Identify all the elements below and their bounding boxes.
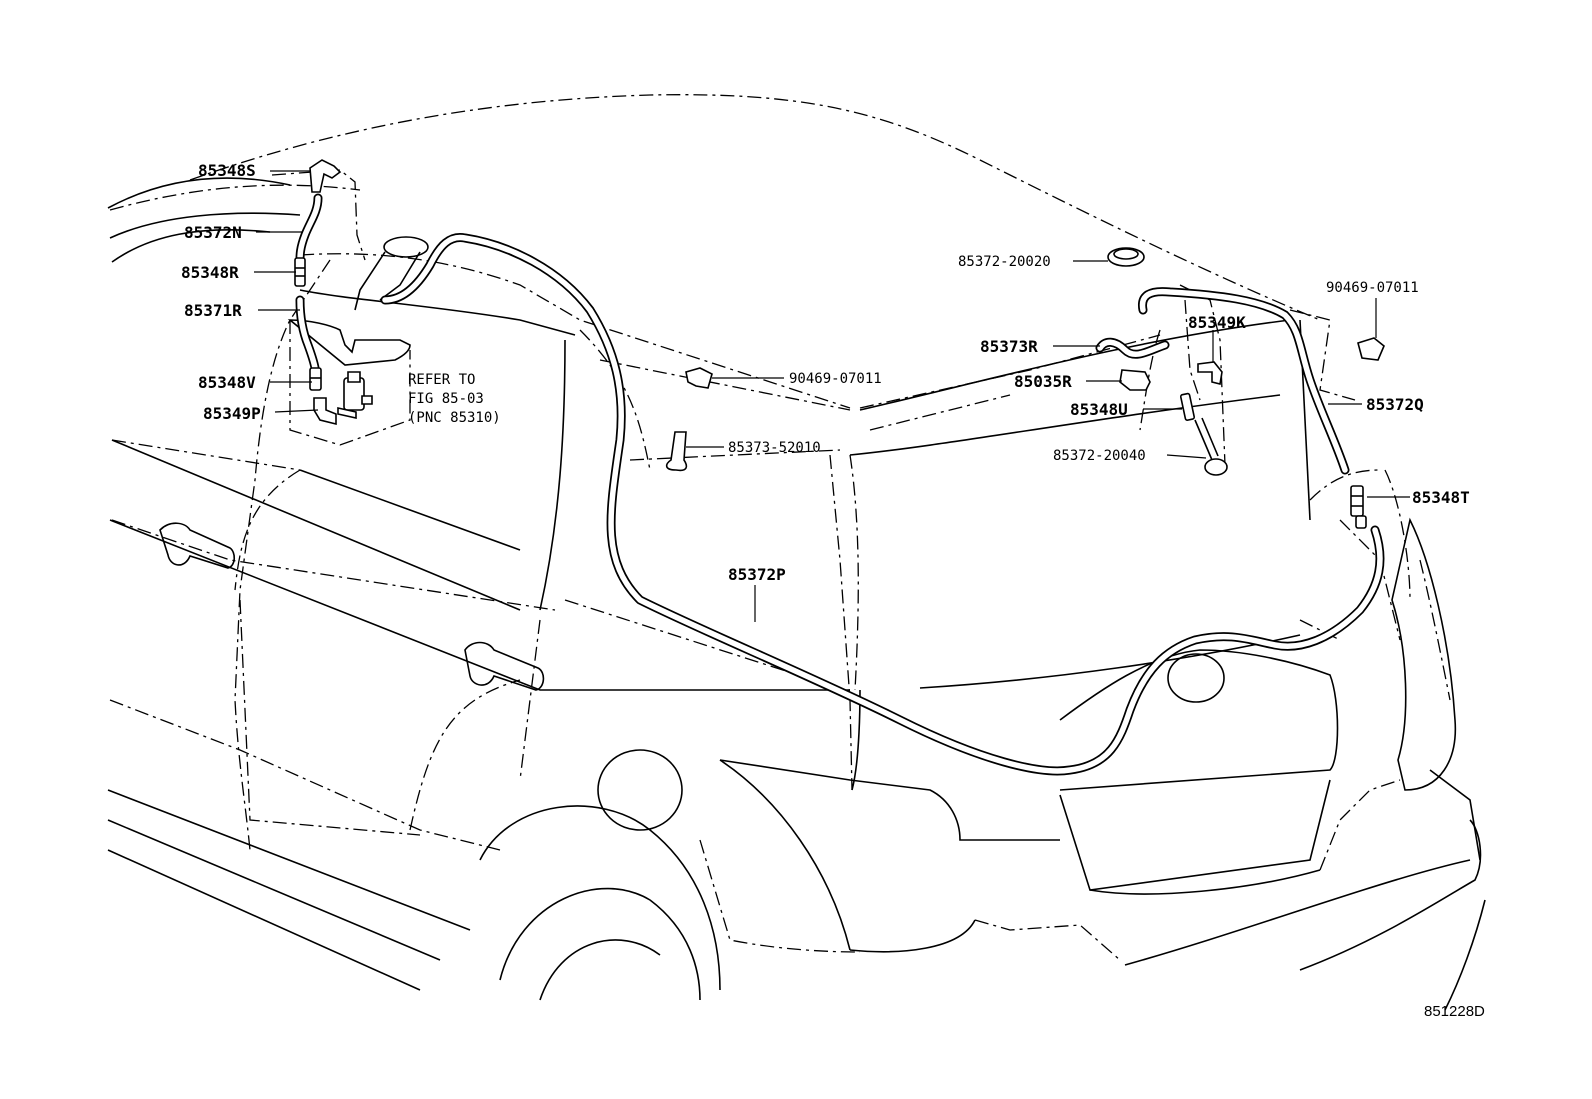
figure-id: 851228D bbox=[1424, 1003, 1485, 1020]
label-85348V: 85348V bbox=[198, 373, 256, 392]
label-85348U: 85348U bbox=[1070, 400, 1128, 419]
label-85373R: 85373R bbox=[980, 337, 1038, 356]
label-85372N: 85372N bbox=[184, 223, 242, 242]
label-85349P: 85349P bbox=[203, 404, 261, 423]
label-85372Q: 85372Q bbox=[1366, 395, 1424, 414]
leader-lines bbox=[254, 170, 1410, 622]
refer-note-line3: (PNC 85310) bbox=[408, 410, 501, 426]
label-85348T: 85348T bbox=[1412, 488, 1470, 507]
label-85035R: 85035R bbox=[1014, 372, 1072, 391]
refer-note: REFER TO FIG 85-03 (PNC 85310) bbox=[408, 372, 501, 426]
label-85371R: 85371R bbox=[184, 301, 242, 320]
fittings bbox=[294, 159, 1385, 529]
label-90469-07011-right: 90469-07011 bbox=[1326, 280, 1419, 296]
label-85372-20040: 85372-20040 bbox=[1053, 448, 1146, 464]
vehicle-body bbox=[107, 177, 1486, 1011]
label-85349K: 85349K bbox=[1188, 313, 1246, 332]
label-85372P: 85372P bbox=[728, 565, 786, 584]
washer-pump bbox=[337, 371, 373, 419]
label-85372-20020: 85372-20020 bbox=[958, 254, 1051, 270]
label-85348R: 85348R bbox=[181, 263, 239, 282]
part-labels: 85348S 85372N 85348R 85371R 85348V 85349… bbox=[181, 161, 1470, 584]
hoses bbox=[295, 193, 1385, 776]
label-85348S: 85348S bbox=[198, 161, 256, 180]
label-85373-52010: 85373-52010 bbox=[728, 440, 821, 456]
refer-note-line2: FIG 85-03 bbox=[408, 391, 484, 407]
refer-note-line1: REFER TO bbox=[408, 372, 475, 388]
hidden-body-lines bbox=[109, 94, 1451, 961]
washer-tank bbox=[287, 236, 429, 366]
label-90469-07011-mid: 90469-07011 bbox=[789, 371, 882, 387]
